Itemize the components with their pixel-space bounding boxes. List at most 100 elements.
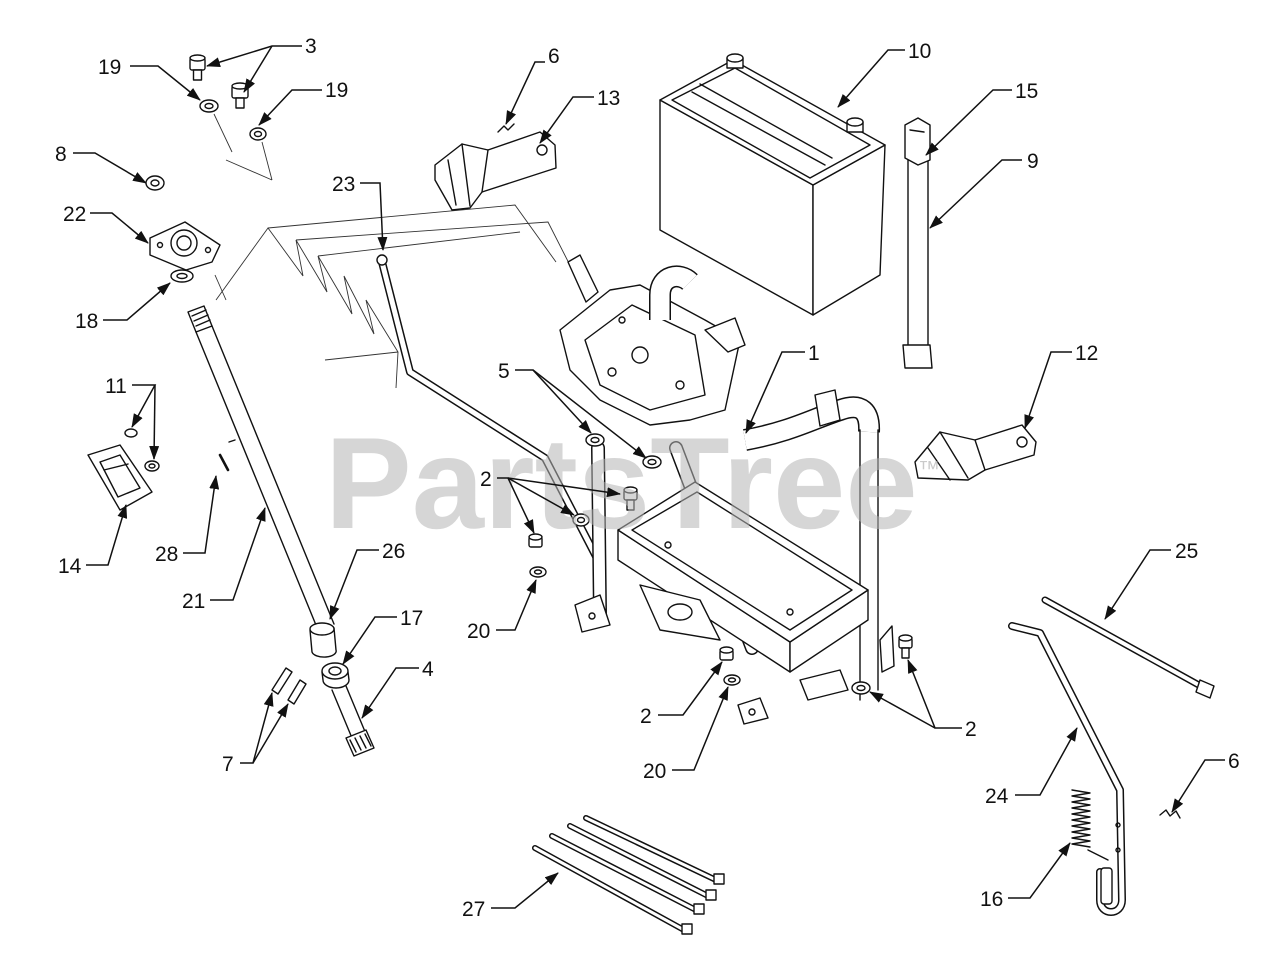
leader-line: [243, 45, 273, 93]
bolt-3-lower: [231, 82, 249, 109]
callout-8: 8: [55, 143, 147, 184]
callout-21: 21: [182, 507, 266, 613]
callout-19-right: 19: [258, 79, 348, 126]
frame-foot-right: [737, 669, 849, 725]
battery-terminal-left: [726, 53, 744, 69]
leader-line: [342, 616, 397, 665]
callout-18: 18: [75, 282, 171, 333]
callout-17: 17: [342, 607, 423, 665]
washer-18: [170, 269, 194, 283]
callout-6-upper: 6: [505, 45, 560, 125]
leader-line: [1171, 759, 1225, 813]
pedal-13: [434, 131, 557, 211]
cotter-pin-6-upper: [497, 123, 515, 133]
lever-24: [1008, 622, 1126, 916]
strap-hook-15: [904, 117, 931, 166]
callout-23: 23: [332, 173, 388, 251]
callout-label: 24: [985, 785, 1009, 808]
flange-bearing-22: [149, 221, 221, 271]
battery-strap-9: [902, 159, 933, 369]
leader-line: [130, 65, 201, 101]
callout-label: 19: [325, 79, 348, 102]
leader-line: [925, 89, 1012, 156]
callout-20-left: 20: [467, 579, 537, 643]
callout-22: 22: [63, 203, 149, 244]
leader-line: [869, 691, 936, 729]
leader-line: [1015, 727, 1078, 796]
leader-line: [837, 49, 905, 108]
callout-label: 13: [597, 87, 620, 110]
nut-11-upper: [124, 428, 138, 438]
pedal-12: [914, 424, 1037, 481]
callout-label: 5: [498, 360, 510, 383]
leader-line: [90, 212, 149, 244]
cable-tie-c: [567, 823, 717, 901]
leader-line: [505, 61, 545, 125]
nut-17: [321, 662, 350, 689]
callout-label: 20: [467, 620, 490, 643]
watermark: PartsTree ™: [325, 410, 940, 556]
frame-post-right: [859, 429, 879, 701]
steering-shaft-21: [187, 305, 335, 631]
callout-label: 27: [462, 898, 485, 921]
callout-6-lower: 6: [1171, 750, 1240, 813]
cable-ties-27: [532, 815, 725, 935]
nut-11-lower: [144, 460, 160, 472]
callout-26: 26: [329, 540, 405, 620]
leader-line: [149, 384, 160, 460]
leader-line: [258, 89, 322, 126]
callout-label: 21: [182, 590, 205, 613]
callout-label: 8: [55, 143, 67, 166]
bushing-26: [309, 622, 337, 658]
frame-tray: [617, 481, 869, 673]
leader-line: [1008, 842, 1071, 899]
pin-28: [218, 453, 230, 472]
frame-foot-left: [574, 594, 611, 633]
pinion-shaft-4: [331, 685, 375, 757]
callout-label: 15: [1015, 80, 1038, 103]
callout-2-lower-center: 2: [640, 661, 723, 728]
leader-line: [929, 159, 1022, 229]
callout-label: 3: [305, 35, 317, 58]
callout-label: 10: [908, 40, 931, 63]
callout-3: 3: [206, 35, 317, 93]
leader-line: [507, 477, 575, 516]
callout-4: 4: [361, 658, 434, 719]
leader-line: [240, 692, 274, 764]
callout-label: 6: [1228, 750, 1240, 773]
callout-label: 18: [75, 310, 98, 333]
callout-label: 12: [1075, 342, 1098, 365]
leader-line: [539, 96, 594, 144]
leader-line: [252, 703, 289, 764]
frame-bracket-right: [879, 625, 895, 673]
callout-label: 17: [400, 607, 423, 630]
tube-1-upper-elbow: [649, 265, 698, 320]
callout-label: 28: [155, 543, 178, 566]
leader-line: [103, 282, 171, 321]
leader-line: [86, 504, 128, 566]
callout-label: 6: [548, 45, 560, 68]
cable-tie-a: [532, 845, 693, 935]
spring-16: [1071, 789, 1113, 905]
callout-20-center: 20: [643, 686, 729, 783]
callout-27: 27: [462, 872, 559, 921]
bolt-2-c: [623, 486, 638, 511]
construction-lines-top: [213, 113, 273, 181]
callout-label: 14: [58, 555, 82, 578]
callout-label: 19: [98, 56, 121, 79]
nut-2-b: [572, 513, 590, 527]
leader-line: [206, 45, 302, 67]
leader-line: [745, 351, 805, 434]
leader-line: [532, 369, 647, 459]
leader-line: [131, 384, 157, 428]
leader-line: [672, 686, 729, 771]
leader-line: [329, 549, 379, 620]
leader-line: [73, 152, 147, 184]
callout-label: 2: [965, 718, 977, 741]
callout-15: 15: [925, 80, 1038, 156]
callout-label: 25: [1175, 540, 1198, 563]
callout-label: 9: [1027, 150, 1039, 173]
washer-20-center: [723, 674, 741, 686]
callout-label: 11: [105, 375, 127, 398]
